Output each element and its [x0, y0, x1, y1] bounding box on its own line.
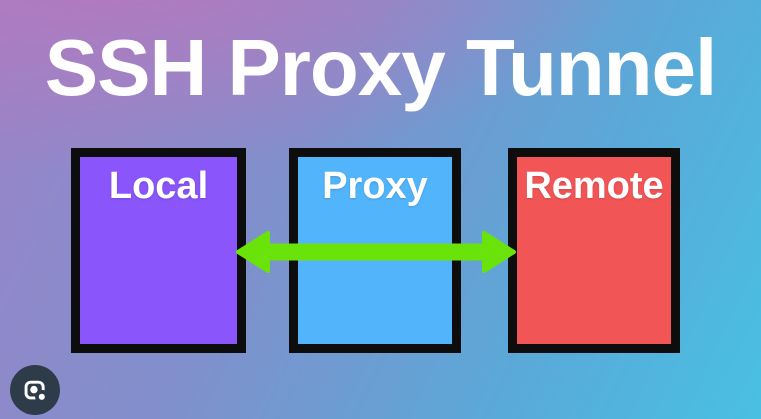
page-title: SSH Proxy Tunnel	[44, 23, 718, 112]
google-lens-icon	[24, 380, 49, 403]
node-local: Local	[71, 148, 246, 353]
node-proxy-label: Proxy	[322, 165, 428, 207]
double-arrow	[236, 231, 516, 273]
node-remote: Remote	[508, 148, 680, 353]
node-local-label: Local	[108, 165, 209, 207]
node-remote-label: Remote	[524, 165, 664, 207]
double-arrow-shape	[236, 231, 516, 273]
google-lens-button[interactable]	[10, 365, 60, 415]
